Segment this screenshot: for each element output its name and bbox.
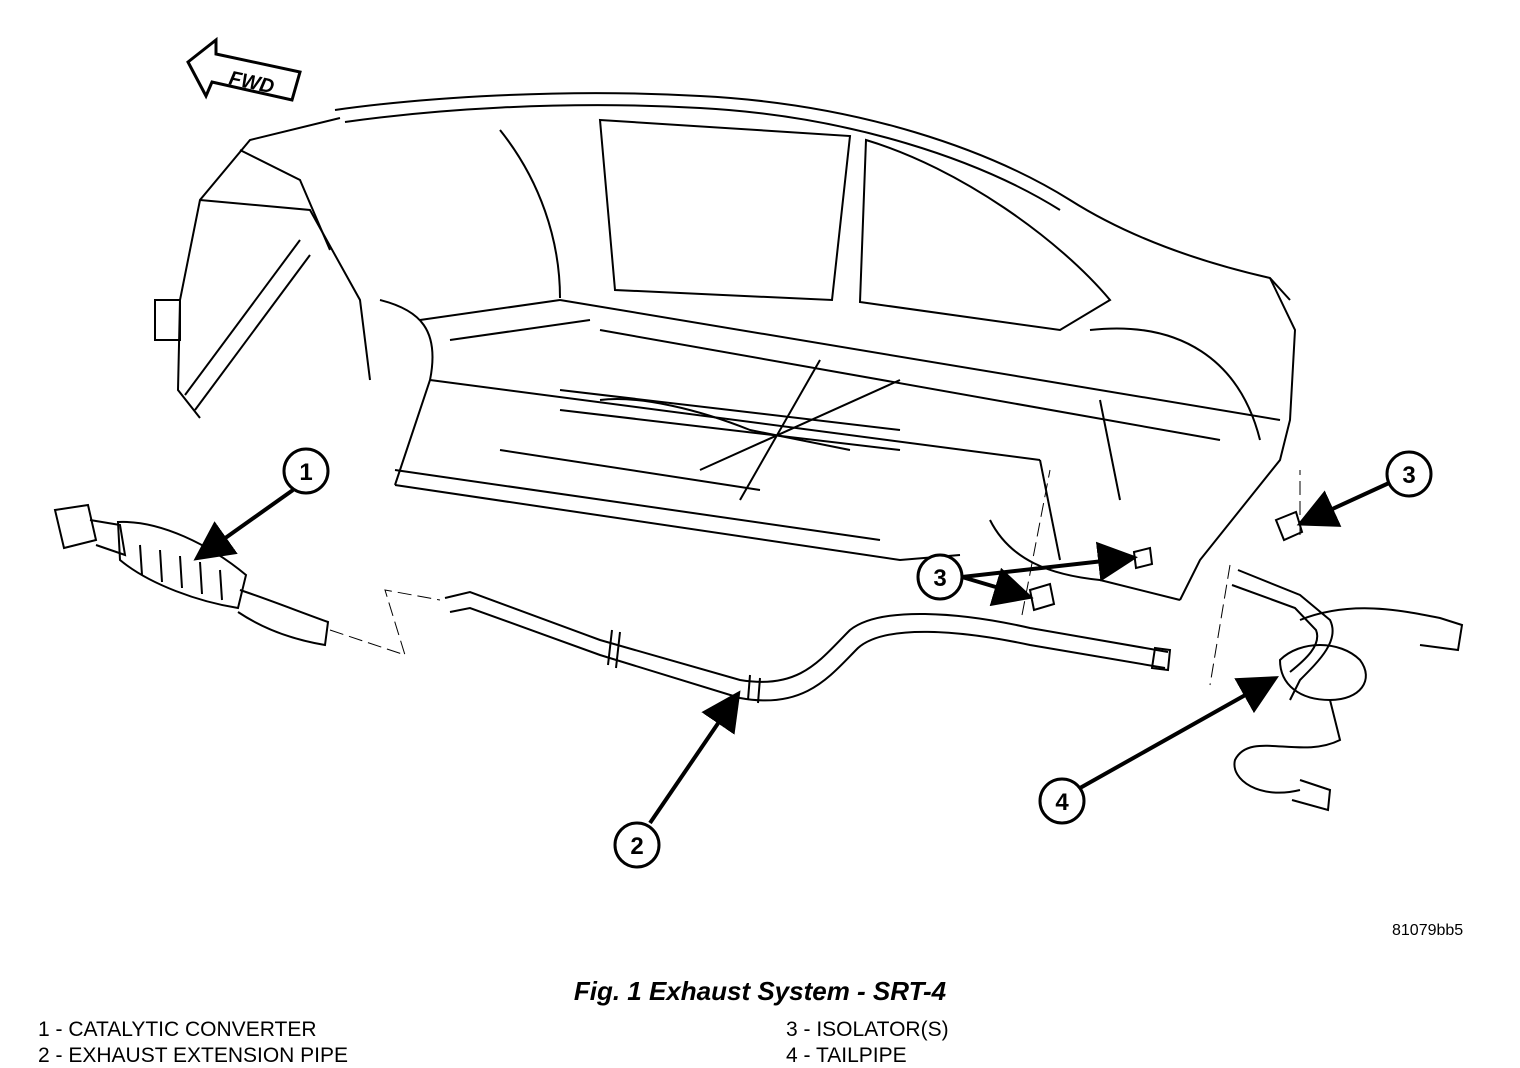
callout-2: 2 [613, 821, 661, 869]
catalytic-converter [53, 503, 330, 647]
callout-1: 1 [282, 447, 330, 495]
tailpipe [1231, 569, 1464, 812]
callout-2-label: 2 [630, 833, 643, 860]
callout-3-b: 3 [1385, 450, 1433, 498]
callout-4: 4 [1038, 777, 1086, 825]
callout-3-a-label: 3 [933, 565, 946, 592]
legend-item-4: 4 - TAILPIPE [786, 1044, 907, 1067]
legend-item-1: 1 - CATALYTIC CONVERTER [38, 1018, 317, 1041]
legend-item-3: 3 - ISOLATOR(S) [786, 1018, 949, 1041]
callout-4-label: 4 [1055, 789, 1069, 816]
exhaust-extension-pipe [444, 590, 1172, 704]
legend-item-2: 2 - EXHAUST EXTENSION PIPE [38, 1044, 349, 1067]
forward-arrow: FWD [186, 36, 302, 102]
vehicle-body [154, 92, 1297, 601]
callout-1-label: 1 [299, 459, 312, 486]
callout-3-b-label: 3 [1402, 462, 1415, 489]
image-code: 81079bb5 [1392, 922, 1464, 939]
callout-3-a: 3 [916, 553, 964, 601]
figure-caption: Fig. 1 Exhaust System - SRT-4 [573, 976, 947, 1006]
callout-leaders [193, 481, 1390, 825]
